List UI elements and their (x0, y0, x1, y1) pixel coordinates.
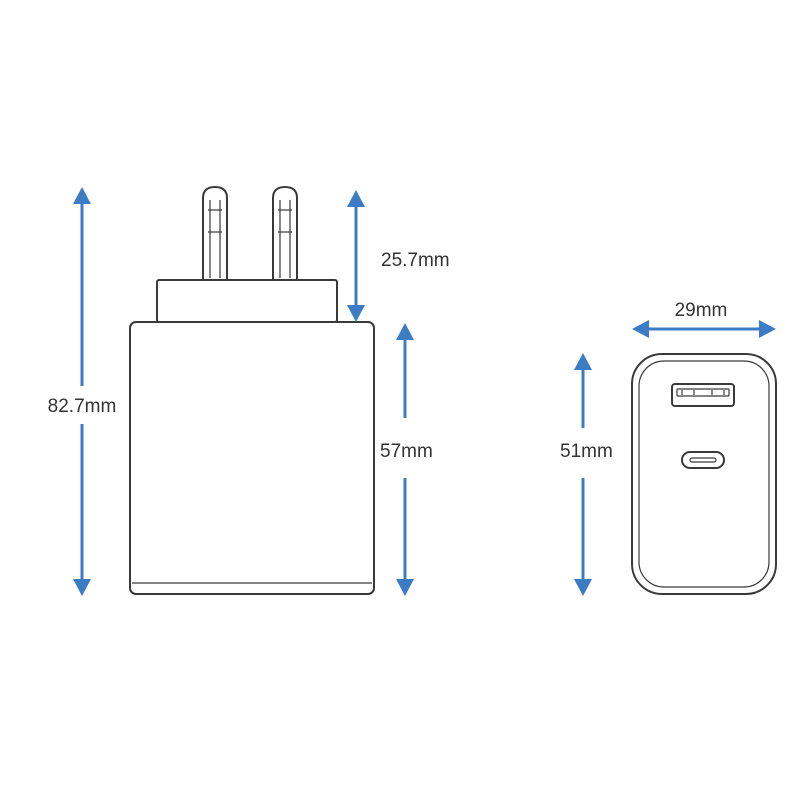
charger-body (129, 321, 375, 595)
body-height-label: 57mm (380, 441, 433, 462)
charger-side-view (129, 186, 375, 595)
left-prong (202, 186, 228, 281)
width-arrow (632, 320, 776, 338)
prong-length-label: 25.7mm (381, 250, 450, 271)
depth-arrow (574, 353, 592, 596)
body-height-arrow (396, 323, 414, 596)
right-prong (272, 186, 298, 281)
prong-length-arrow (347, 190, 365, 322)
plug-base (156, 279, 338, 323)
depth-label: 51mm (560, 441, 613, 462)
usb-a-port-icon (671, 383, 735, 407)
front-body-inner (638, 360, 770, 588)
total-height-arrow (73, 187, 91, 596)
total-height-label: 82.7mm (48, 396, 117, 417)
usb-c-port-icon (681, 451, 725, 469)
width-label: 29mm (675, 300, 728, 321)
charger-front-view (631, 353, 777, 595)
front-body-outer (631, 353, 777, 595)
